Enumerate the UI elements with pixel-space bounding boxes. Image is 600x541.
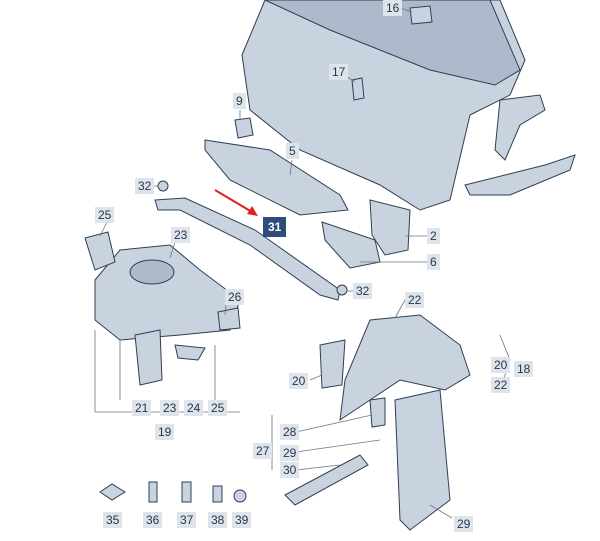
panel-2 (369, 199, 411, 256)
callout-29-right: 29 (454, 516, 474, 532)
leader-lines (94, 6, 511, 519)
bolt-38 (212, 485, 223, 503)
callout-20-left: 20 (289, 373, 309, 389)
bracket-30 (284, 454, 369, 506)
frame-rail-29 (394, 389, 451, 531)
part-28 (369, 397, 386, 428)
callout-2: 2 (427, 228, 440, 244)
callout-38: 38 (208, 512, 228, 528)
part-21 (134, 329, 163, 386)
callout-24: 24 (184, 400, 204, 416)
callout-28: 28 (280, 424, 300, 440)
bracket-16 (409, 5, 433, 25)
bracket-25 (84, 231, 116, 271)
callout-20-right: 20 (491, 357, 511, 373)
callout-6: 6 (427, 254, 440, 270)
callout-36: 36 (143, 512, 163, 528)
strut-tower-23 (94, 244, 241, 341)
callout-27: 27 (253, 443, 273, 459)
nut-32-lower (336, 284, 348, 296)
washer-39 (233, 489, 247, 503)
callout-16: 16 (383, 0, 403, 16)
strut-brace-31 (154, 197, 341, 301)
callout-25-lower: 25 (208, 400, 228, 416)
callout-25-upper: 25 (95, 207, 115, 223)
cowl-upper (264, 0, 521, 86)
callout-32-lower: 32 (353, 283, 373, 299)
callout-31-highlighted: 31 (263, 217, 287, 237)
highlight-pointer-arrow (214, 189, 258, 216)
callout-32-upper: 32 (135, 178, 155, 194)
nut-35 (99, 483, 126, 501)
wheelhouse-22 (339, 314, 471, 422)
right-bracket-upper (494, 94, 546, 161)
callout-18: 18 (514, 361, 534, 377)
callout-23-upper: 23 (171, 227, 191, 243)
callout-17: 17 (329, 64, 349, 80)
nut-32-upper (157, 180, 169, 192)
callout-22-upper: 22 (405, 292, 425, 308)
bracket-26 (217, 307, 241, 331)
callout-5: 5 (286, 143, 299, 159)
part-20 (319, 339, 346, 389)
clip-17 (351, 77, 365, 101)
callout-19: 19 (155, 424, 175, 440)
bracket-9 (234, 117, 254, 139)
callout-26: 26 (225, 289, 245, 305)
callout-23-lower: 23 (160, 400, 180, 416)
right-bracket-lower (464, 154, 576, 196)
callout-21: 21 (132, 400, 152, 416)
callout-35: 35 (103, 512, 123, 528)
bolt-37 (181, 481, 192, 503)
callout-30: 30 (280, 462, 300, 478)
callout-37: 37 (177, 512, 197, 528)
crossmember-5 (204, 139, 349, 216)
screw-36 (148, 481, 158, 503)
strut-mount (129, 259, 175, 285)
callout-9: 9 (233, 93, 246, 109)
part-24 (174, 344, 206, 361)
callout-29-left: 29 (280, 445, 300, 461)
bracket-6 (321, 221, 381, 269)
callout-22-right: 22 (491, 377, 511, 393)
callout-39: 39 (232, 512, 252, 528)
